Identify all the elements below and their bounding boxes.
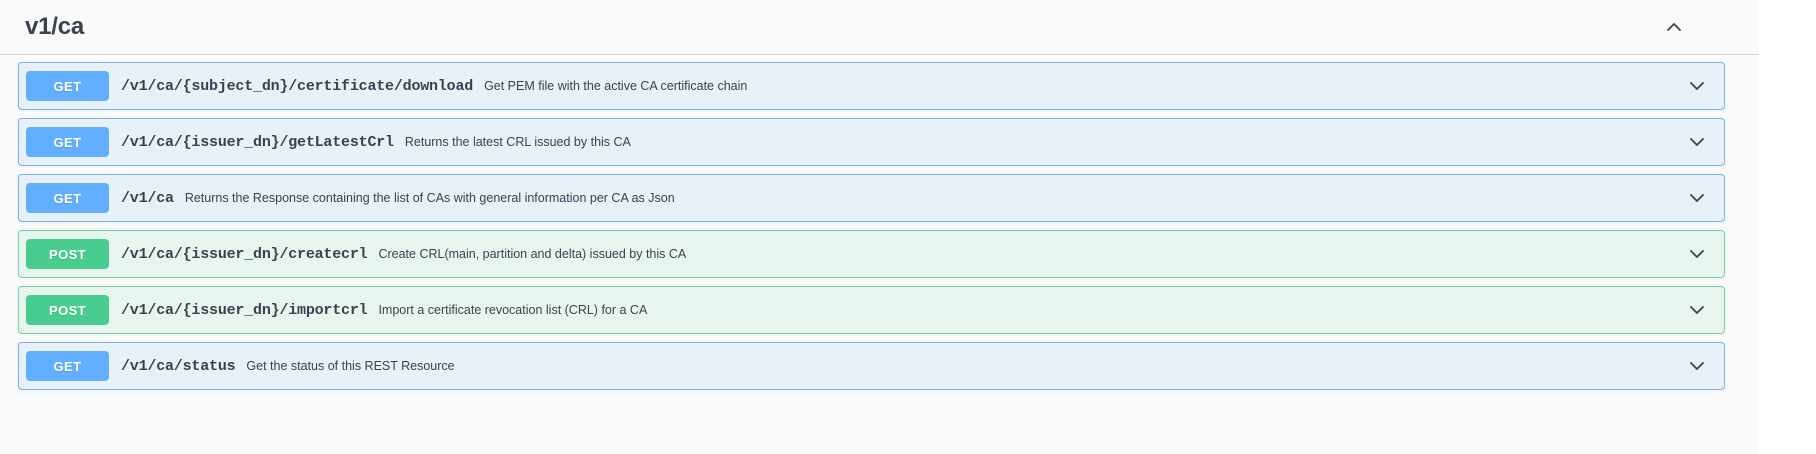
operation-row[interactable]: POST /v1/ca/{issuer_dn}/createcrl Create… (18, 230, 1725, 278)
chevron-down-icon[interactable] (1687, 76, 1707, 96)
tag-header[interactable]: v1/ca (0, 0, 1759, 55)
http-method-badge: POST (26, 239, 109, 269)
http-method-badge: POST (26, 295, 109, 325)
tag-title: v1/ca (25, 13, 85, 40)
operation-summary: Returns the Response containing the list… (184, 191, 675, 205)
http-method-badge: GET (26, 71, 109, 101)
http-method-badge: GET (26, 351, 109, 381)
chevron-down-icon[interactable] (1687, 132, 1707, 152)
operation-row[interactable]: POST /v1/ca/{issuer_dn}/importcrl Import… (18, 286, 1725, 334)
operation-summary: Get PEM file with the active CA certific… (484, 79, 748, 93)
operation-path: /v1/ca/{issuer_dn}/getLatestCrl (121, 133, 394, 151)
operation-summary: Returns the latest CRL issued by this CA (404, 135, 631, 149)
operation-summary: Get the status of this REST Resource (246, 359, 455, 373)
operation-path: /v1/ca/status (121, 357, 236, 375)
operation-row[interactable]: GET /v1/ca/{subject_dn}/certificate/down… (18, 62, 1725, 110)
chevron-down-icon[interactable] (1687, 300, 1707, 320)
operation-row[interactable]: GET /v1/ca/status Get the status of this… (18, 342, 1725, 390)
operation-path: /v1/ca/{subject_dn}/certificate/download (121, 77, 474, 95)
chevron-down-icon[interactable] (1687, 244, 1707, 264)
operation-path: /v1/ca/{issuer_dn}/importcrl (121, 301, 368, 319)
operation-path: /v1/ca (121, 189, 174, 207)
chevron-down-icon[interactable] (1687, 188, 1707, 208)
operation-row[interactable]: GET /v1/ca/{issuer_dn}/getLatestCrl Retu… (18, 118, 1725, 166)
operation-summary: Import a certificate revocation list (CR… (378, 303, 648, 317)
operation-list: GET /v1/ca/{subject_dn}/certificate/down… (18, 62, 1725, 398)
operation-summary: Create CRL(main, partition and delta) is… (378, 247, 687, 261)
http-method-badge: GET (26, 183, 109, 213)
http-method-badge: GET (26, 127, 109, 157)
chevron-up-icon[interactable] (1663, 16, 1685, 38)
operation-path: /v1/ca/{issuer_dn}/createcrl (121, 245, 368, 263)
operation-row[interactable]: GET /v1/ca Returns the Response containi… (18, 174, 1725, 222)
chevron-down-icon[interactable] (1687, 356, 1707, 376)
